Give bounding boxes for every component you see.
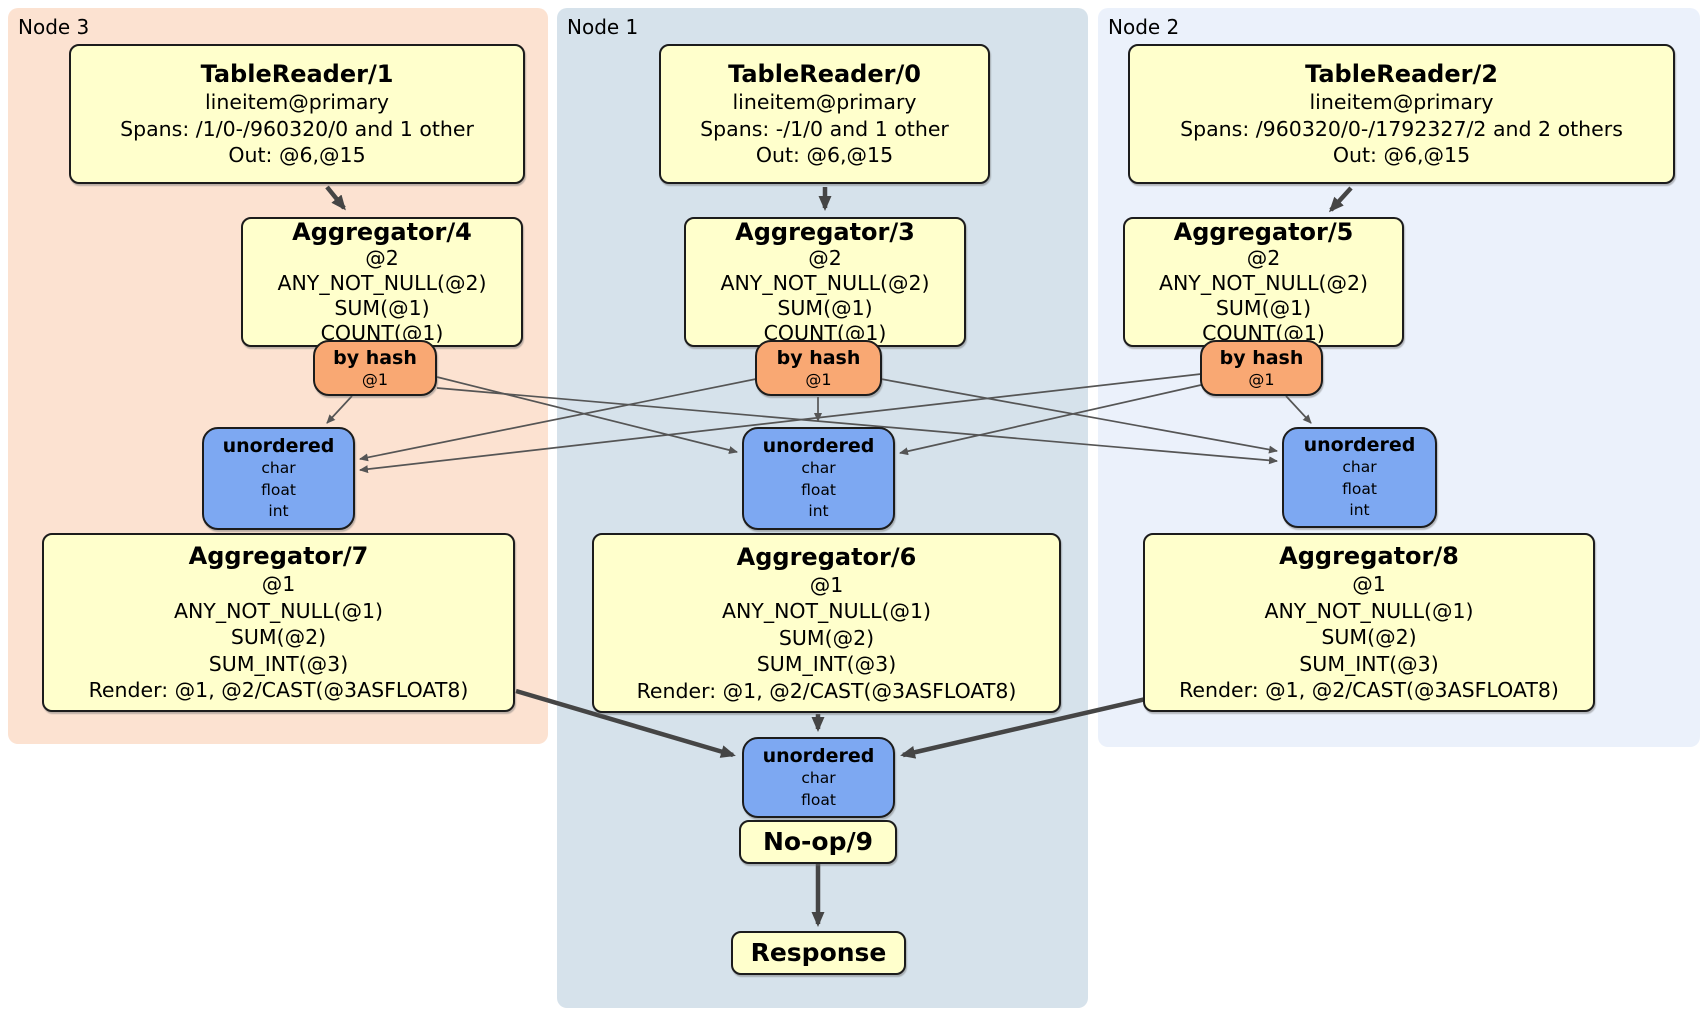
processor-aggregator-5: Aggregator/5 @2 ANY_NOT_NULL(@2) SUM(@1)… xyxy=(1123,217,1404,347)
processor-spans: Spans: /1/0-/960320/0 and 1 other xyxy=(120,116,474,141)
edge-hashM-to-syncR xyxy=(880,378,1278,454)
edge-agg8-to-syncF xyxy=(900,696,1147,759)
processor-title: TableReader/2 xyxy=(1305,60,1498,89)
agg-fn: ANY_NOT_NULL(@1) xyxy=(173,598,384,623)
sync-unordered-middle: unordered char float int xyxy=(742,427,895,530)
processor-title: Aggregator/8 xyxy=(1279,542,1459,571)
edge-hashR-to-syncL xyxy=(359,373,1202,474)
processor-title: TableReader/0 xyxy=(728,60,921,89)
processor-title: Aggregator/6 xyxy=(736,542,917,571)
processor-title: Aggregator/7 xyxy=(188,542,369,571)
sync-type: char xyxy=(801,459,836,478)
node3-label: Node 3 xyxy=(18,15,90,39)
sync-type: float xyxy=(1342,479,1377,498)
processor-aggregator-4: Aggregator/4 @2 ANY_NOT_NULL(@2) SUM(@1)… xyxy=(241,217,523,347)
sync-unordered-right: unordered char float int xyxy=(1282,427,1437,528)
agg-fn: ANY_NOT_NULL(@1) xyxy=(1264,598,1474,623)
router-cols: @1 xyxy=(1248,370,1275,389)
edge-hashL-to-syncM xyxy=(436,376,738,454)
agg-fn: SUM(@1) xyxy=(1215,296,1312,320)
processor-title: Aggregator/3 xyxy=(735,218,915,246)
agg-fn: ANY_NOT_NULL(@1) xyxy=(721,599,932,624)
sync-unordered-final: unordered char float xyxy=(742,737,895,818)
processor-noop-9: No-op/9 xyxy=(739,820,897,864)
edge-hashM-to-syncL xyxy=(359,378,757,462)
sync-type: char xyxy=(801,769,836,787)
edge-tr1-to-agg4 xyxy=(325,185,346,211)
agg-fn: SUM(@2) xyxy=(230,625,327,650)
processor-spans: Spans: /960320/0-/1792327/2 and 2 others xyxy=(1180,116,1623,141)
node2-label: Node 2 xyxy=(1108,15,1180,39)
router-by-hash-left: by hash @1 xyxy=(313,340,437,396)
agg-group-cols: @1 xyxy=(261,572,296,597)
agg-fn: SUM(@2) xyxy=(1321,625,1417,650)
edge-agg7-to-syncF xyxy=(515,688,736,758)
processor-tablereader-0: TableReader/0 lineitem@primary Spans: -/… xyxy=(659,44,990,184)
processor-title: TableReader/1 xyxy=(200,60,394,89)
node1-label: Node 1 xyxy=(567,15,639,39)
processor-aggregator-6: Aggregator/6 @1 ANY_NOT_NULL(@1) SUM(@2)… xyxy=(592,533,1061,713)
agg-group-cols: @2 xyxy=(808,246,842,270)
sync-type: char xyxy=(261,459,296,478)
processor-title: Aggregator/4 xyxy=(292,218,472,246)
router-cols: @1 xyxy=(361,370,389,389)
sync-type: int xyxy=(808,502,829,521)
edge-tr2-to-agg5 xyxy=(1328,186,1353,213)
sync-type: float xyxy=(801,480,836,499)
router-title: by hash xyxy=(1219,347,1304,369)
edge-hashL-to-syncL xyxy=(326,395,353,424)
sync-type: char xyxy=(1342,458,1377,477)
agg-fn: SUM(@1) xyxy=(777,296,873,320)
sync-title: unordered xyxy=(762,745,875,767)
processor-out: Out: @6,@15 xyxy=(755,143,894,168)
response-box: Response xyxy=(731,931,906,975)
processor-aggregator-8: Aggregator/8 @1 ANY_NOT_NULL(@1) SUM(@2)… xyxy=(1143,533,1595,712)
agg-group-cols: @1 xyxy=(1352,572,1386,597)
sync-type: float xyxy=(261,480,296,499)
agg-render: Render: @1, @2/CAST(@3ASFLOAT8) xyxy=(88,678,469,703)
router-cols: @1 xyxy=(805,370,832,389)
processor-spans: Spans: -/1/0 and 1 other xyxy=(700,116,949,141)
edge-hashR-to-syncM xyxy=(899,384,1202,456)
sync-title: unordered xyxy=(762,435,875,458)
router-title: by hash xyxy=(333,347,417,369)
router-by-hash-right: by hash @1 xyxy=(1200,340,1323,396)
sync-type: float xyxy=(801,790,836,809)
processor-tablereader-2: TableReader/2 lineitem@primary Spans: /9… xyxy=(1128,44,1675,184)
agg-fn: SUM_INT(@3) xyxy=(208,651,349,676)
agg-group-cols: @2 xyxy=(365,246,399,270)
agg-fn: SUM(@2) xyxy=(778,625,875,650)
agg-render: Render: @1, @2/CAST(@3ASFLOAT8) xyxy=(1179,678,1559,703)
processor-title: Aggregator/5 xyxy=(1173,218,1354,246)
agg-fn: SUM_INT(@3) xyxy=(756,652,897,677)
processor-out: Out: @6,@15 xyxy=(1332,143,1471,168)
edge-hashL-to-syncR xyxy=(436,387,1278,465)
router-by-hash-middle: by hash @1 xyxy=(755,340,882,396)
agg-fn: ANY_NOT_NULL(@2) xyxy=(720,271,930,295)
processor-tablereader-1: TableReader/1 lineitem@primary Spans: /1… xyxy=(69,44,525,184)
processor-out: Out: @6,@15 xyxy=(228,143,366,168)
sync-type: int xyxy=(1349,501,1370,520)
sync-title: unordered xyxy=(222,435,335,458)
agg-group-cols: @2 xyxy=(1246,246,1281,270)
agg-fn: SUM(@1) xyxy=(334,296,430,320)
agg-group-cols: @1 xyxy=(809,572,844,597)
response-title: Response xyxy=(750,938,887,967)
agg-fn: ANY_NOT_NULL(@2) xyxy=(1158,271,1369,295)
processor-index: lineitem@primary xyxy=(1309,90,1494,115)
sync-type: int xyxy=(268,502,289,521)
processor-index: lineitem@primary xyxy=(732,90,917,115)
agg-fn: ANY_NOT_NULL(@2) xyxy=(277,271,487,295)
agg-fn: SUM_INT(@3) xyxy=(1299,651,1439,676)
sync-unordered-left: unordered char float int xyxy=(202,427,355,530)
processor-aggregator-7: Aggregator/7 @1 ANY_NOT_NULL(@1) SUM(@2)… xyxy=(42,533,515,712)
sync-title: unordered xyxy=(1303,434,1416,457)
processor-title: No-op/9 xyxy=(762,827,874,856)
agg-render: Render: @1, @2/CAST(@3ASFLOAT8) xyxy=(636,678,1017,703)
processor-aggregator-3: Aggregator/3 @2 ANY_NOT_NULL(@2) SUM(@1)… xyxy=(684,217,966,347)
processor-index: lineitem@primary xyxy=(204,90,390,115)
router-title: by hash xyxy=(776,347,861,369)
edge-hashR-to-syncR xyxy=(1285,395,1312,424)
